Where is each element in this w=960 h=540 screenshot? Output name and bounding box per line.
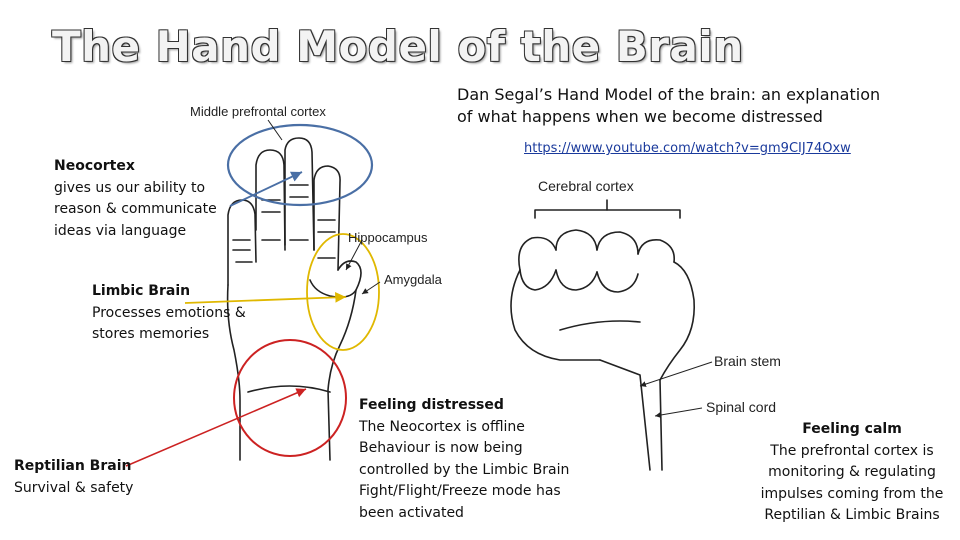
spinal-cord-label: Spinal cord — [706, 399, 777, 415]
limbic-line: stores memories — [92, 326, 210, 342]
limbic-annotation: Limbic Brain Processes emotions & stores… — [92, 281, 246, 346]
calm-line: The prefrontal cortex is — [770, 442, 934, 459]
video-link[interactable]: https://www.youtube.com/watch?v=gm9CIJ74… — [524, 141, 851, 156]
calm-line: Reptilian & Limbic Brains — [764, 507, 940, 523]
distressed-line: been activated — [359, 504, 464, 521]
hippocampus-label: Hippocampus — [348, 230, 428, 245]
brain-stem-label: Brain stem — [714, 353, 781, 369]
limbic-heading: Limbic Brain — [92, 283, 191, 299]
neocortex-marker-ellipse — [226, 123, 374, 207]
amygdala-label: Amygdala — [384, 272, 442, 287]
limbic-line: Processes emotions & — [92, 304, 246, 321]
calm-line: impulses coming from the — [760, 485, 944, 502]
distressed-line: controlled by the Limbic Brain — [359, 461, 570, 478]
slide-title: The Hand Model of the Brain — [52, 22, 744, 71]
distressed-line: The Neocortex is offline — [359, 418, 525, 435]
distressed-line: Fight/Flight/Freeze mode has — [359, 483, 561, 499]
reptilian-line: Survival & safety — [14, 479, 134, 496]
neocortex-line: ideas via language — [54, 222, 187, 239]
reptilian-marker-ellipse — [233, 339, 347, 457]
neocortex-line: gives us our ability to — [54, 179, 206, 196]
calm-line: monitoring & regulating — [768, 464, 936, 480]
reptilian-heading: Reptilian Brain — [14, 458, 132, 474]
distressed-annotation: Feeling distressed The Neocortex is offl… — [359, 395, 569, 524]
neocortex-heading: Neocortex — [54, 158, 135, 174]
limbic-arrow — [184, 292, 347, 304]
cerebral-cortex-label: Cerebral cortex — [538, 178, 634, 194]
neocortex-arrow — [229, 171, 303, 207]
calm-annotation: Feeling calm The prefrontal cortex is mo… — [752, 419, 952, 527]
middle-prefrontal-label: Middle prefrontal cortex — [190, 104, 326, 119]
fist-drawing — [510, 199, 696, 471]
limbic-marker-ellipse — [306, 233, 380, 351]
calm-heading: Feeling calm — [802, 421, 902, 437]
reptilian-annotation: Reptilian Brain Survival & safety — [14, 456, 133, 499]
neocortex-annotation: Neocortex gives us our ability to reason… — [54, 156, 217, 242]
distressed-line: Behaviour is now being — [359, 440, 523, 456]
reptilian-arrow — [125, 388, 307, 467]
neocortex-line: reason & communicate — [54, 201, 217, 217]
open-hand-drawing — [226, 137, 362, 461]
distressed-heading: Feeling distressed — [359, 397, 504, 413]
slide-subtitle: Dan Segal’s Hand Model of the brain: an … — [457, 85, 881, 126]
